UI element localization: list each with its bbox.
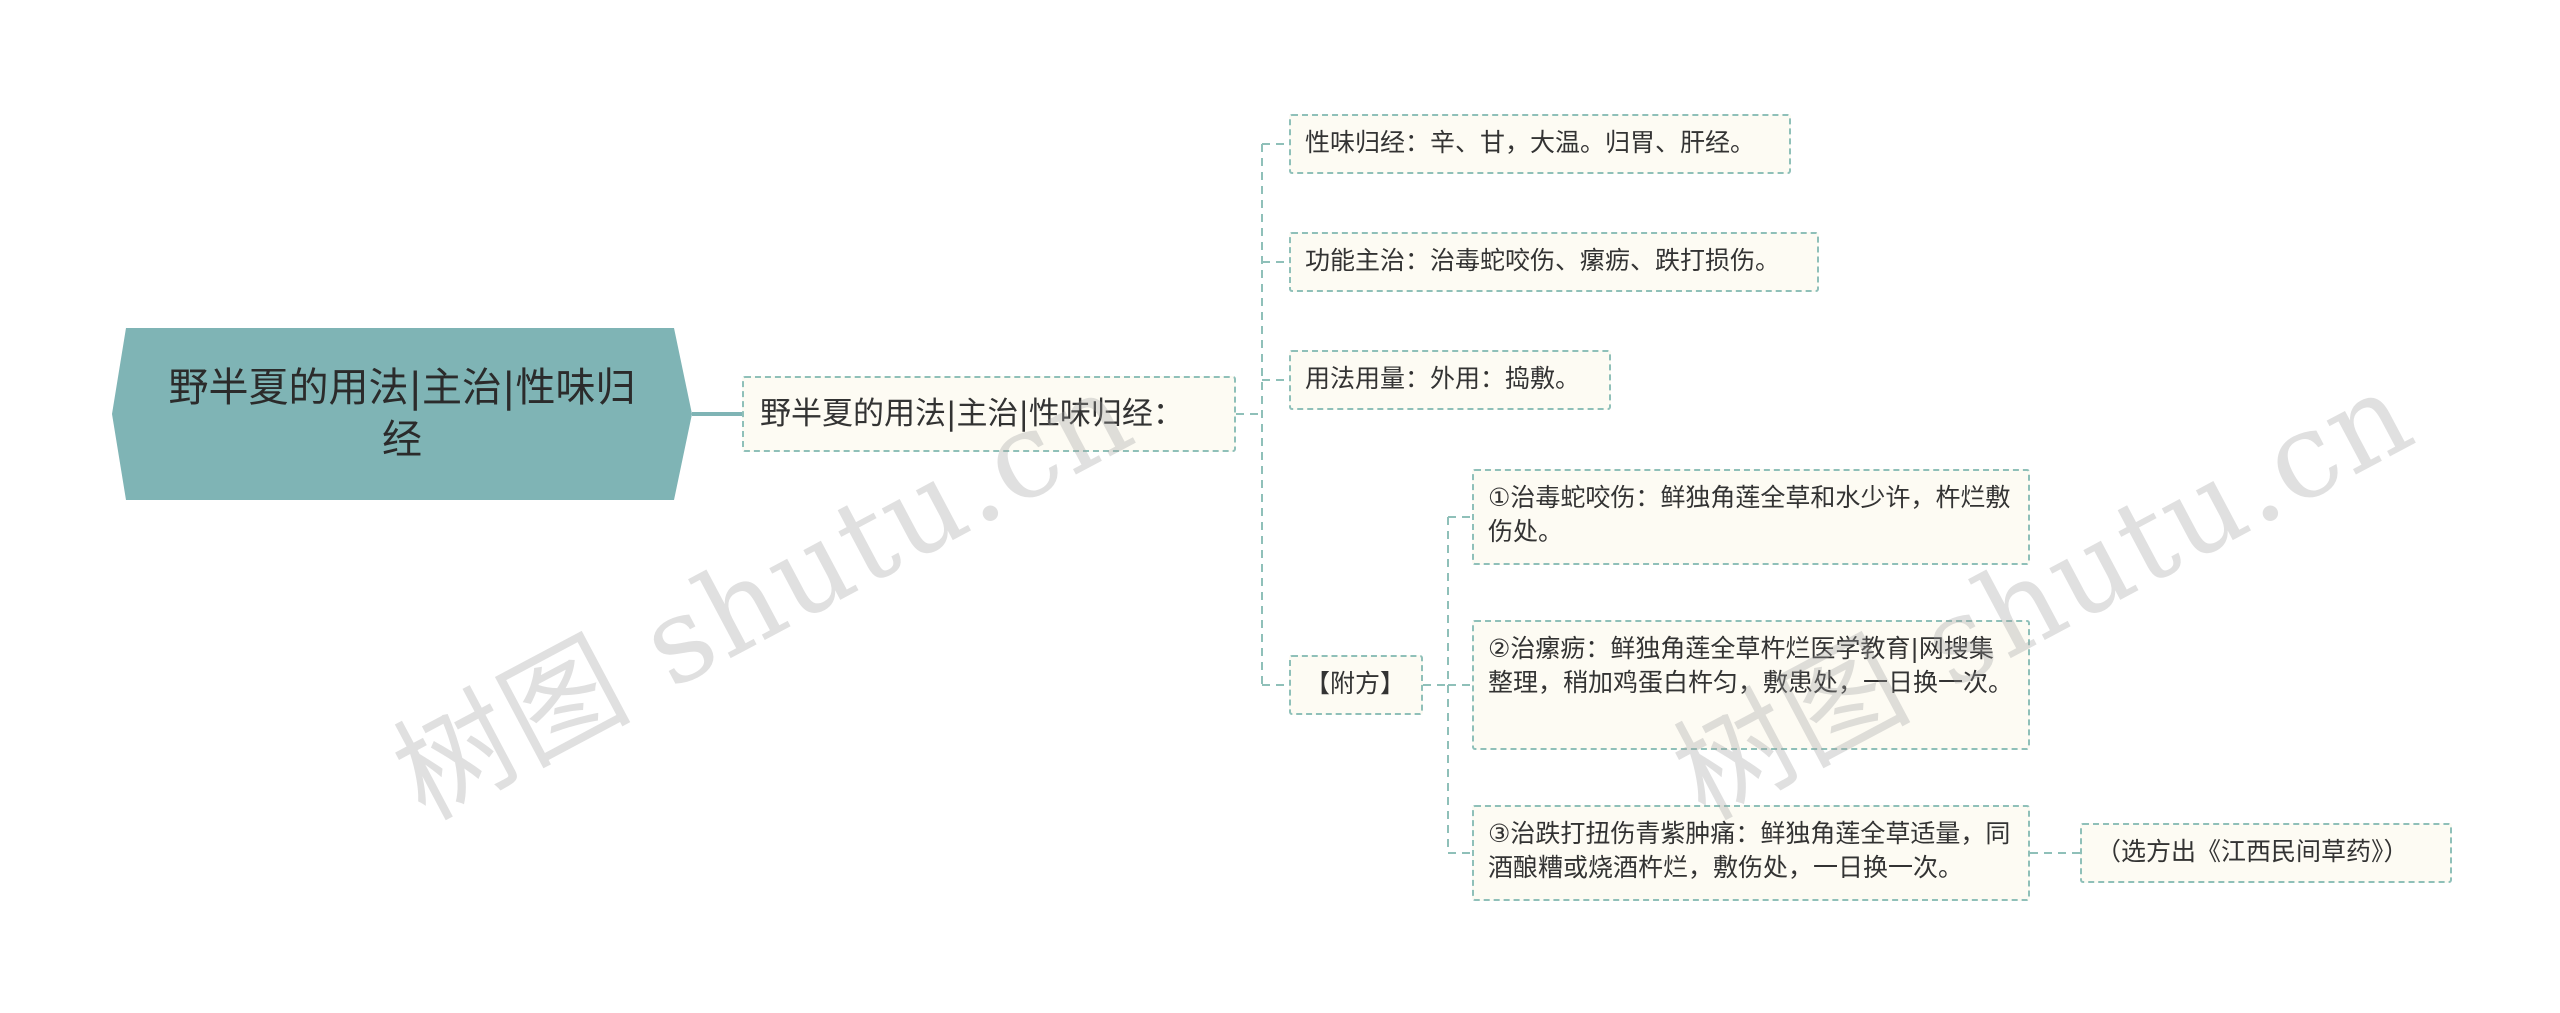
source-note-node[interactable]: （选方出《江西民间草药》） (2080, 823, 2452, 883)
source-note-label: （选方出《江西民间草药》） (2096, 837, 2409, 866)
branch-node-label: 【附方】 (1305, 669, 1406, 698)
fufang-item-label: ③治跌打扭伤青紫肿痛：鲜独角莲全草适量，同酒酿糟或烧酒杵烂，敷伤处，一日换一次。 (1488, 819, 2011, 882)
branch-node-xingwei[interactable]: 性味归经：辛、甘，大温。归胃、肝经。 (1289, 114, 1791, 174)
branch-node-gongneng[interactable]: 功能主治：治毒蛇咬伤、瘰疬、跌打损伤。 (1289, 232, 1819, 292)
fufang-item-label: ①治毒蛇咬伤：鲜独角莲全草和水少许，杵烂敷伤处。 (1488, 483, 2011, 546)
fufang-item-2[interactable]: ②治瘰疬：鲜独角莲全草杵烂医学教育|网搜集整理，稍加鸡蛋白杵匀，敷患处，一日换一… (1472, 620, 2030, 750)
root-node[interactable]: 野半夏的用法|主治|性味归经 (112, 328, 692, 500)
root-node-label: 野半夏的用法|主治|性味归经 (168, 365, 636, 463)
level1-node-label: 野半夏的用法|主治|性味归经： (760, 396, 1184, 432)
branch-node-yongfa[interactable]: 用法用量：外用：捣敷。 (1289, 350, 1611, 410)
level1-node[interactable]: 野半夏的用法|主治|性味归经： (742, 376, 1236, 452)
fufang-item-label: ②治瘰疬：鲜独角莲全草杵烂医学教育|网搜集整理，稍加鸡蛋白杵匀，敷患处，一日换一… (1488, 634, 2014, 697)
branch-node-label: 功能主治：治毒蛇咬伤、瘰疬、跌打损伤。 (1305, 246, 1781, 275)
branch-node-label: 性味归经：辛、甘，大温。归胃、肝经。 (1305, 128, 1756, 157)
fufang-item-1[interactable]: ①治毒蛇咬伤：鲜独角莲全草和水少许，杵烂敷伤处。 (1472, 469, 2030, 565)
branch-node-label: 用法用量：外用：捣敷。 (1305, 364, 1581, 393)
branch-node-fufang[interactable]: 【附方】 (1289, 655, 1423, 715)
fufang-item-3[interactable]: ③治跌打扭伤青紫肿痛：鲜独角莲全草适量，同酒酿糟或烧酒杵烂，敷伤处，一日换一次。 (1472, 805, 2030, 901)
